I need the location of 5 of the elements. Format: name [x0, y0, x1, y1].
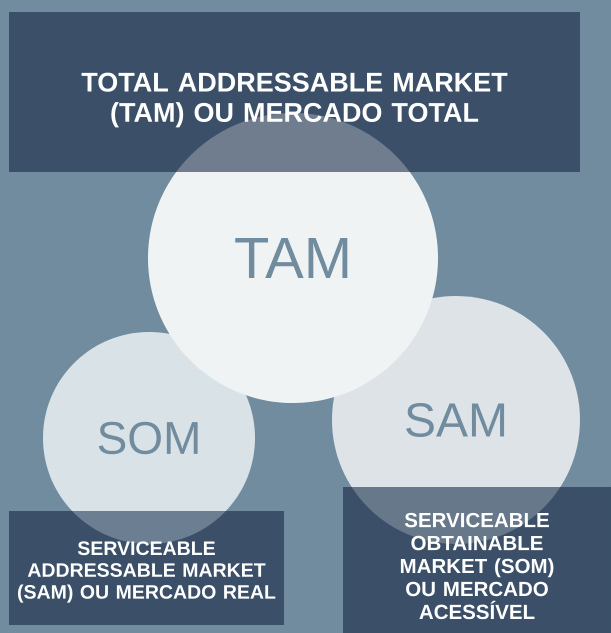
node-label: MARKET (SOM) OU MERCADO ACESSÍVEL [400, 558, 554, 620]
node-label: ADDRESSABLE MARKET (SAM) OU MERCADO REAL [18, 563, 276, 603]
text-box: TOTAL ADDRESSABLE MARKET (TAM) OU MERCADO TOTAL [9, 12, 580, 172]
text-box: SERVICEABLE OBTAINABLE MARKET (SOM) OU MERCADO ACESSÍVEL [343, 487, 611, 633]
text-box: SERVICEABLE ADDRESSABLE MARKET (SAM) OU MERCADO REAL [9, 511, 284, 625]
